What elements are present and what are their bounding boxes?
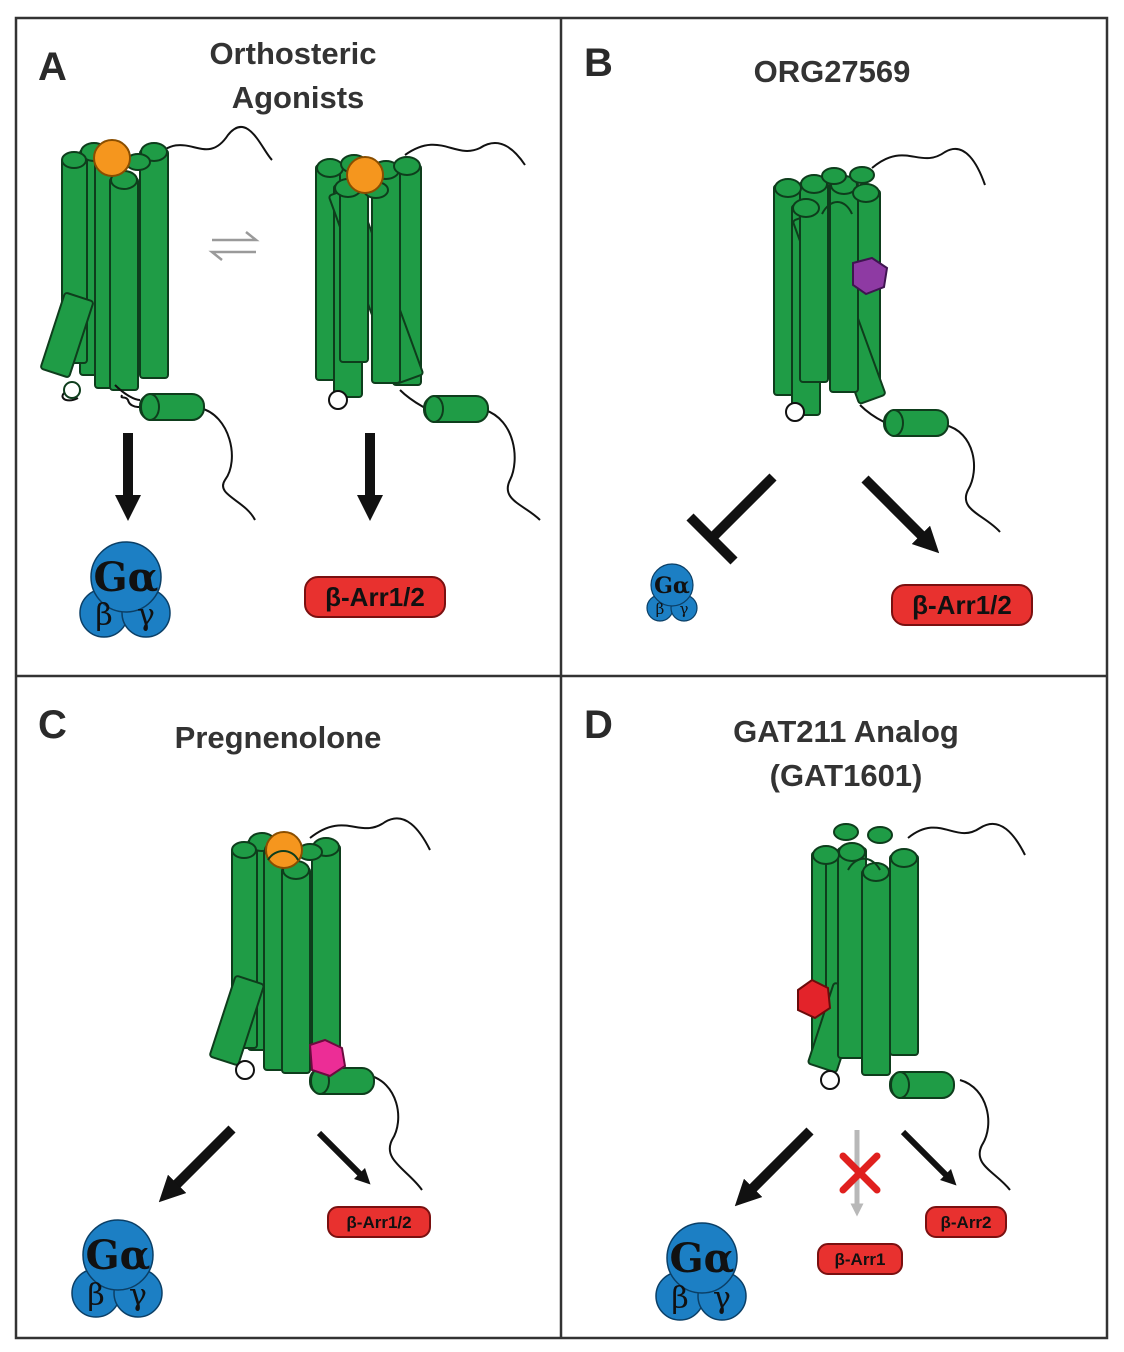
panel-letter: C: [38, 703, 67, 747]
beta-arrestin-label: β-Arr1/2: [325, 582, 425, 612]
panel-letter: D: [584, 703, 613, 747]
panel-a: A Orthosteric Agonists: [38, 36, 540, 637]
g-alpha-label: Gα: [670, 1235, 735, 1282]
g-protein-complex-icon: Gα β γ: [80, 542, 170, 637]
panel-title-line-2: (GAT1601): [770, 758, 923, 793]
g-protein-complex-icon: Gα β γ: [647, 564, 697, 621]
signal-arrow-icon: [744, 1131, 810, 1197]
panel-title-line-1: Pregnenolone: [175, 720, 382, 755]
panel-letter: B: [584, 41, 613, 85]
g-gamma-label: γ: [713, 1281, 731, 1316]
beta-arrestin-2-badge-icon: β-Arr2: [926, 1207, 1006, 1237]
panel-d: D GAT211 Analog (GAT1601): [584, 703, 1025, 1320]
g-protein-complex-icon: Gα β γ: [656, 1223, 746, 1320]
g-protein-complex-icon: Gα β γ: [72, 1220, 162, 1317]
g-alpha-label: Gα: [86, 1232, 151, 1279]
gpcr-receptor-icon: [316, 143, 540, 520]
signal-arrow-icon: [319, 1133, 365, 1179]
signal-arrow-icon: [865, 479, 930, 544]
signal-arrow-icon: [903, 1132, 951, 1180]
g-gamma-label: γ: [129, 1278, 147, 1313]
panel-title-line-1: ORG27569: [754, 54, 911, 89]
beta-arrestin-label: β-Arr1/2: [912, 590, 1012, 620]
beta-arrestin-badge-icon: β-Arr1/2: [328, 1207, 430, 1237]
beta-arrestin-label: β-Arr1/2: [346, 1213, 411, 1232]
gpcr-receptor-icon: [40, 127, 272, 520]
g-beta-label: β: [95, 598, 112, 633]
panel-c: C Pregnenolone: [38, 703, 430, 1317]
panel-title-line-1: GAT211 Analog: [733, 714, 959, 749]
panel-b: B ORG27569: [584, 41, 1032, 625]
panel-title-line-2: Agonists: [232, 80, 365, 115]
panel-letter: A: [38, 45, 67, 89]
g-alpha-label: Gα: [654, 573, 690, 599]
g-beta-label: β: [656, 600, 665, 618]
beta-arrestin-badge-icon: β-Arr1/2: [305, 577, 445, 617]
g-beta-label: β: [671, 1281, 688, 1316]
signal-arrow-icon: [168, 1129, 232, 1193]
g-gamma-label: γ: [680, 600, 689, 618]
gpcr-receptor-icon: [774, 149, 1000, 532]
beta-arrestin-1-badge-icon: β-Arr1: [818, 1244, 902, 1274]
gpcr-receptor-icon: [798, 824, 1025, 1190]
panel-title-line-1: Orthosteric: [209, 36, 376, 71]
g-alpha-label: Gα: [94, 554, 159, 601]
block-x-icon: [843, 1156, 877, 1190]
g-gamma-label: γ: [137, 598, 155, 633]
equilibrium-arrows-icon: [212, 232, 256, 260]
inhibition-arrow-icon: [690, 477, 773, 561]
beta-arrestin-2-label: β-Arr2: [941, 1213, 992, 1232]
g-beta-label: β: [87, 1278, 104, 1313]
beta-arrestin-badge-icon: β-Arr1/2: [892, 585, 1032, 625]
beta-arrestin-1-label: β-Arr1: [835, 1250, 886, 1269]
